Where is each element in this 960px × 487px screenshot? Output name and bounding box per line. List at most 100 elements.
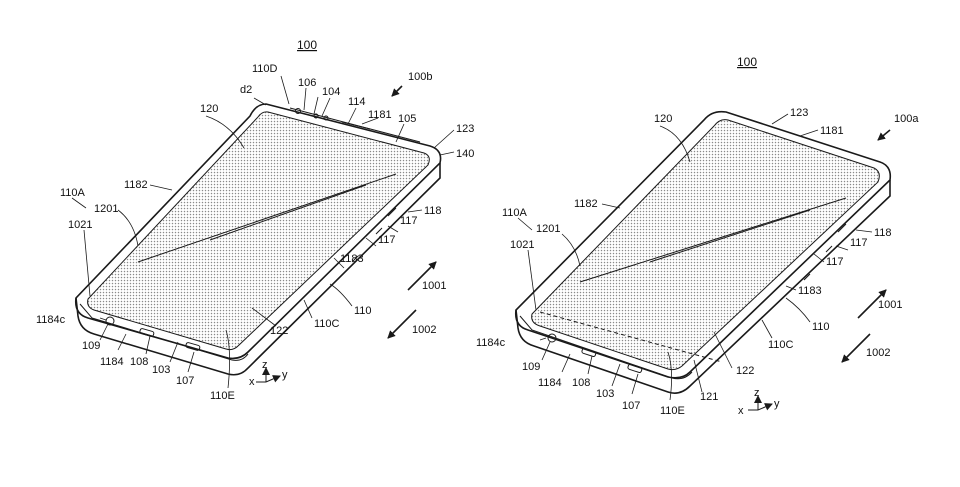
left-sensor-icon	[313, 113, 319, 119]
left-label-1201: 1201	[94, 203, 118, 215]
right-headphone-jack-icon	[547, 333, 557, 343]
left-label-103: 103	[152, 364, 170, 376]
left-label-110E: 110E	[210, 390, 235, 402]
right-label-1182: 1182	[574, 198, 598, 210]
left-label-105: 105	[398, 113, 416, 125]
right-side-buttons	[803, 223, 847, 281]
left-label-1001: 1001	[422, 280, 446, 292]
left-usb-port-icon	[139, 328, 155, 337]
left-leader-lines	[71, 75, 455, 389]
right-label-1184c: 1184c	[476, 337, 506, 349]
right-leader-lines	[517, 113, 873, 401]
right-label-107: 107	[622, 400, 640, 412]
right-label-1184: 1184	[538, 377, 562, 389]
right-label-1201: 1201	[536, 223, 560, 235]
right-label-117b: 117	[826, 256, 844, 268]
left-speaker-slot	[341, 121, 371, 130]
right-label-1021: 1021	[510, 239, 534, 251]
left-view-arrow	[391, 85, 403, 97]
right-glare-1	[579, 197, 847, 283]
right-view-arrow	[877, 129, 891, 141]
left-label-1182: 1182	[124, 179, 148, 191]
left-axis-z: z	[262, 359, 268, 371]
left-side-buttons	[351, 207, 397, 263]
left-axis-x: x	[249, 376, 255, 388]
left-figure: x y z 100 100b 110D 106 104 114 1181 105…	[36, 38, 474, 402]
left-label-1183: 1183	[340, 253, 364, 265]
right-label-108: 108	[572, 377, 590, 389]
right-speaker-grille-icon	[627, 363, 643, 373]
right-label-123: 123	[790, 107, 808, 119]
right-axis-x: x	[738, 405, 744, 417]
left-label-1002: 1002	[412, 324, 436, 336]
left-label-1184: 1184	[100, 356, 124, 368]
right-display	[531, 119, 880, 371]
right-label-110A: 110A	[502, 207, 528, 219]
right-label-110E: 110E	[660, 405, 685, 417]
left-device-side	[75, 163, 441, 376]
right-label-121: 121	[700, 391, 718, 403]
left-label-118: 118	[424, 205, 442, 217]
left-label-122: 122	[270, 325, 288, 337]
right-label-1183: 1183	[798, 285, 822, 297]
right-bottom-edge-line	[519, 315, 693, 380]
left-display	[87, 111, 430, 351]
right-label-103: 103	[596, 388, 614, 400]
left-arrow-1001	[407, 261, 437, 291]
right-view-label: 100a	[894, 113, 919, 125]
left-headphone-jack-icon	[105, 316, 115, 326]
right-figure: x y z 100 100a 123 1181 120 1182 110A 12…	[476, 55, 919, 417]
left-label-110D: 110D	[252, 63, 278, 75]
left-label-114: 114	[348, 96, 366, 108]
left-label-106: 106	[298, 77, 316, 89]
right-device-side	[515, 180, 891, 394]
left-label-109: 109	[82, 340, 100, 352]
right-arrow-1002	[841, 333, 871, 363]
right-label-117a: 117	[850, 237, 868, 249]
right-label-1001: 1001	[878, 299, 902, 311]
right-axis-y: y	[774, 398, 780, 410]
right-label-118: 118	[874, 227, 892, 239]
left-glare-1	[137, 173, 397, 263]
left-glare-2	[209, 184, 367, 241]
left-label-1184c: 1184c	[36, 314, 66, 326]
left-speaker-grille-icon	[185, 342, 201, 351]
left-view-label: 100b	[408, 71, 432, 83]
left-label-110C: 110C	[314, 318, 340, 330]
right-arrow-1001	[857, 289, 887, 319]
left-labels: 100 100b 110D 106 104 114 1181 105 123 1…	[36, 38, 474, 402]
right-label-122: 122	[736, 365, 754, 377]
right-usb-port-icon	[581, 347, 597, 357]
left-label-1181: 1181	[368, 109, 392, 121]
left-fig-number: 100	[297, 38, 317, 52]
left-label-104: 104	[322, 86, 340, 98]
right-dashed-boundary	[539, 311, 723, 363]
left-label-108: 108	[130, 356, 148, 368]
left-label-140: 140	[456, 148, 474, 160]
right-glare-2	[649, 209, 811, 263]
left-label-117a: 117	[400, 215, 418, 227]
left-label-d2: d2	[240, 84, 252, 96]
right-label-1181: 1181	[820, 125, 844, 137]
left-label-1021: 1021	[68, 219, 92, 231]
right-label-110C: 110C	[768, 339, 794, 351]
right-axis-triad: x y z	[738, 387, 780, 417]
left-label-117b: 117	[378, 234, 396, 246]
left-arrow-1002	[387, 309, 417, 339]
right-label-109: 109	[522, 361, 540, 373]
left-label-120: 120	[200, 103, 218, 115]
left-bottom-edge-line	[79, 303, 249, 361]
right-label-1002: 1002	[866, 347, 890, 359]
left-axis-y: y	[282, 369, 288, 381]
right-label-110: 110	[812, 321, 830, 333]
right-axis-z: z	[754, 387, 760, 399]
left-label-107: 107	[176, 375, 194, 387]
right-labels: 100 100a 123 1181 120 1182 110A 1201 102…	[476, 55, 919, 417]
left-label-123: 123	[456, 123, 474, 135]
left-axis-triad: x y z	[249, 359, 288, 388]
left-label-110: 110	[354, 305, 372, 317]
left-sensor-icon-2	[323, 115, 329, 121]
right-label-120: 120	[654, 113, 672, 125]
left-label-110A: 110A	[60, 187, 86, 199]
